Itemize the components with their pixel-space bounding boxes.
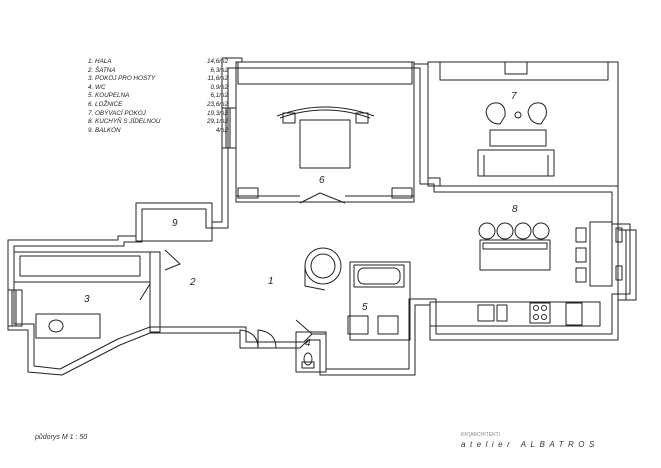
room-number-2: 2	[189, 277, 196, 288]
balcony	[135, 202, 213, 242]
studio-logo: atelier ALBATROS	[461, 440, 599, 449]
bathroom-wall	[349, 261, 411, 341]
armchair-left	[485, 102, 506, 125]
kitchen-counter	[429, 301, 601, 327]
room-number-5: 5	[362, 302, 368, 313]
room-number-8: 8	[512, 204, 518, 215]
guest-bed	[35, 313, 101, 339]
tv-unit	[504, 61, 528, 75]
sofa	[477, 149, 555, 177]
bathtub	[353, 264, 405, 288]
room-number-9: 9	[172, 218, 178, 229]
room-number-4: 4	[305, 338, 311, 349]
wc-wall	[295, 331, 327, 373]
room-number-3: 3	[84, 294, 90, 305]
scale-label: půdorys M 1 : 50	[35, 434, 88, 441]
bedroom-wall	[235, 61, 415, 203]
living-room-wall	[427, 61, 619, 187]
room-number-1: 1	[268, 276, 274, 287]
bed	[299, 119, 351, 169]
coffee-table	[489, 129, 547, 147]
dining-table	[589, 221, 613, 287]
shower	[304, 247, 342, 285]
armchair-right	[527, 102, 547, 125]
room-number-7: 7	[511, 91, 517, 102]
architect-credit: KR'|ARCHITEKTI	[461, 432, 500, 438]
room-number-6: 6	[319, 175, 325, 186]
kitchen-island	[479, 239, 551, 271]
